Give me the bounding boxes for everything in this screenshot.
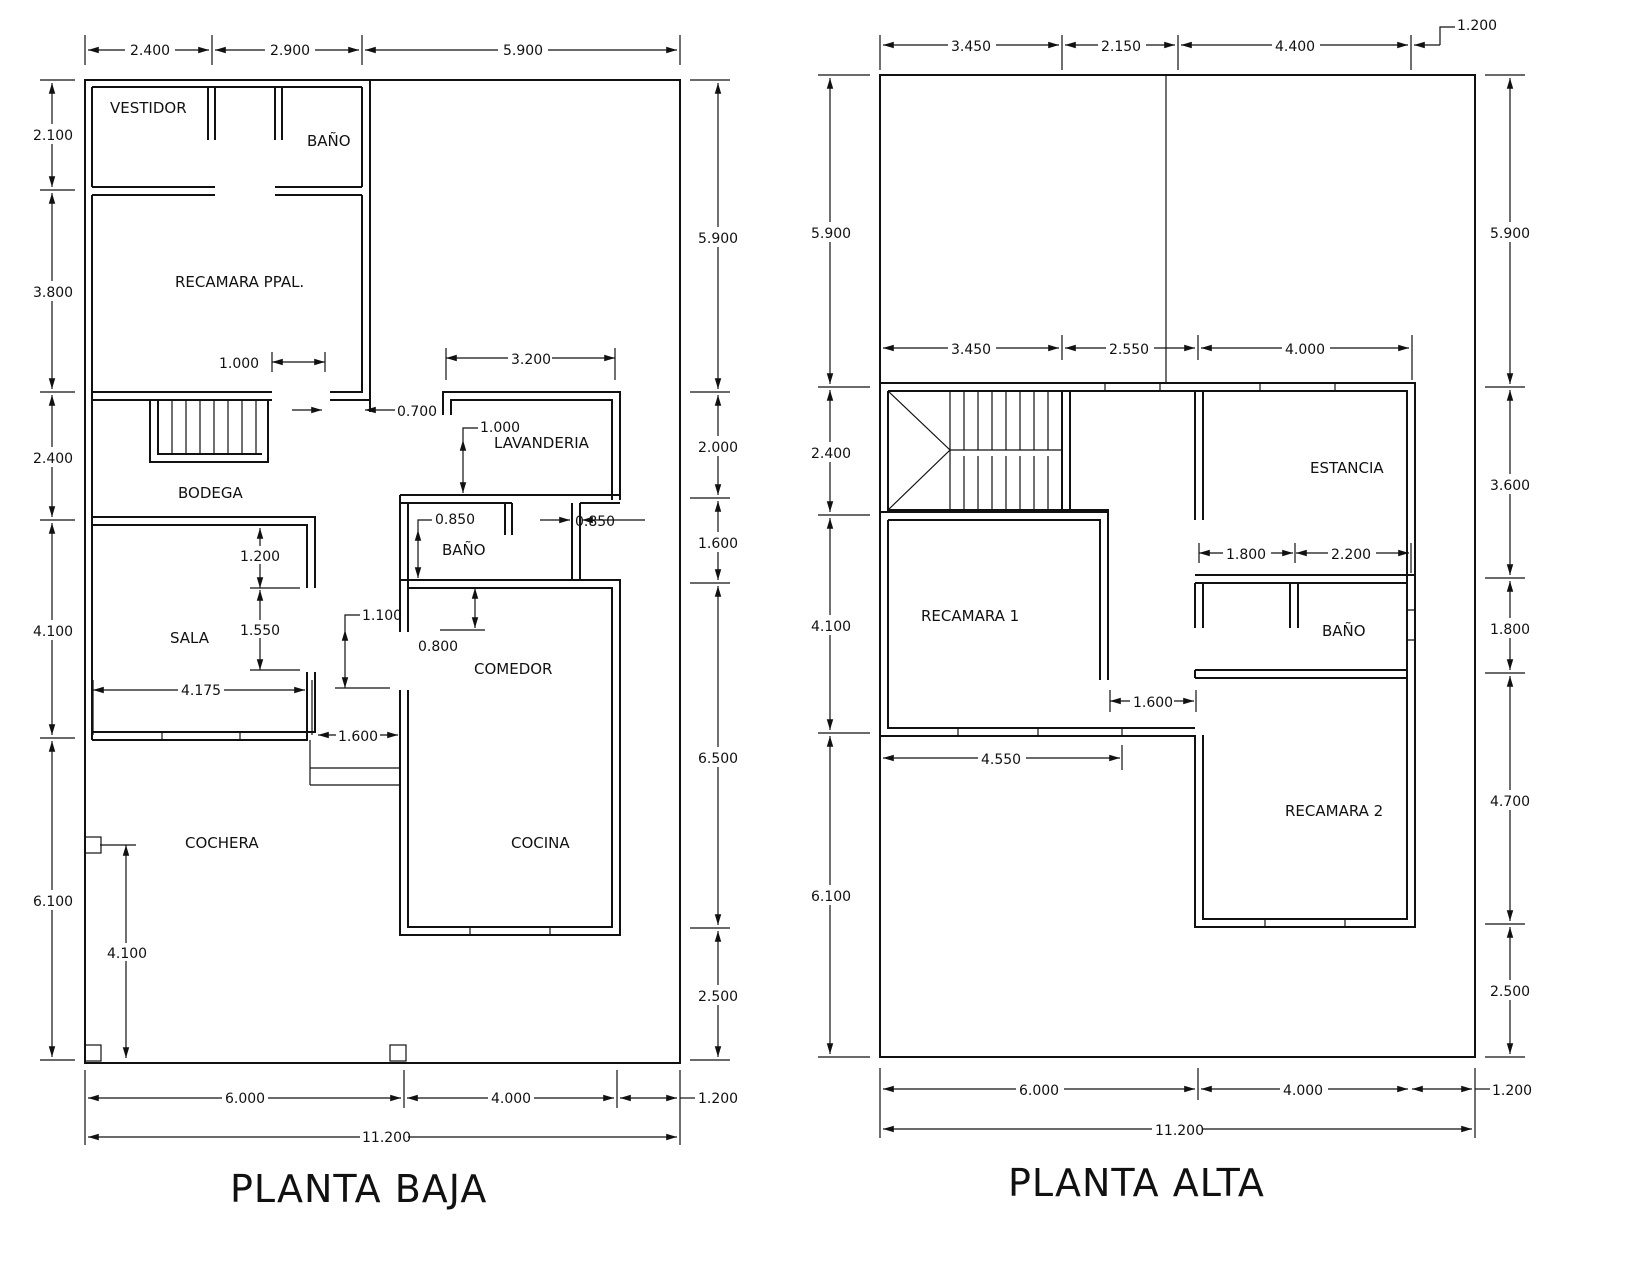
pa-dim-right-5: 2.500 bbox=[1490, 984, 1530, 1000]
pb-title: PLANTA BAJA bbox=[230, 1167, 487, 1211]
pa-dim-right-4: 4.700 bbox=[1490, 794, 1530, 810]
pb-room-cocina: COCINA bbox=[511, 834, 570, 852]
pa-dim-rec-4550: 4.550 bbox=[981, 752, 1021, 768]
pa-dim-top bbox=[879, 26, 1455, 70]
pb-dim-left-5: 6.100 bbox=[33, 894, 73, 910]
pa-dim-mid-1: 3.450 bbox=[951, 342, 991, 358]
pa-lot-outline bbox=[879, 74, 1476, 1058]
pb-dim-left-4: 4.100 bbox=[33, 624, 73, 640]
pb-dim-right-1: 5.900 bbox=[698, 231, 738, 247]
pa-dim-pasillo-1600: 1.600 bbox=[1133, 695, 1173, 711]
pb-room-recamara-ppal: RECAMARA PPAL. bbox=[175, 273, 304, 291]
pb-dim-sala-1550: 1.550 bbox=[240, 623, 280, 639]
pa-dim-interior bbox=[883, 543, 1412, 770]
pa-dim-bottom-1: 6.000 bbox=[1019, 1083, 1059, 1099]
pa-dim-bottom bbox=[879, 1068, 1490, 1138]
pb-dim-sala-1200: 1.200 bbox=[240, 549, 280, 565]
planta-alta: ESTANCIA RECAMARA 1 BAÑO RECAMARA 2 3.45… bbox=[808, 18, 1536, 1205]
pb-dim-lav-door: 1.000 bbox=[480, 420, 520, 436]
pa-dim-right-1: 5.900 bbox=[1490, 226, 1530, 242]
pa-dim-left-2: 2.400 bbox=[811, 446, 851, 462]
pb-dim-door-700: 0.700 bbox=[397, 404, 437, 420]
pa-dim-bano-1800: 1.800 bbox=[1226, 547, 1266, 563]
pa-dim-top-2: 2.150 bbox=[1101, 39, 1141, 55]
pb-room-bano-ppal: BAÑO bbox=[307, 131, 351, 150]
pb-dim-door-rec: 1.000 bbox=[219, 356, 259, 372]
pa-dim-top-1: 3.450 bbox=[951, 39, 991, 55]
pa-dim-left bbox=[808, 74, 870, 1058]
pb-dim-comedor-0800: 0.800 bbox=[418, 639, 458, 655]
pa-dim-left-4: 6.100 bbox=[811, 889, 851, 905]
pb-walls bbox=[84, 80, 621, 1062]
pb-dim-bottom bbox=[84, 1070, 695, 1145]
pb-dim-bottom-1: 6.000 bbox=[225, 1091, 265, 1107]
pa-dim-bottom-2: 4.000 bbox=[1283, 1083, 1323, 1099]
pb-room-bodega: BODEGA bbox=[178, 484, 243, 502]
pb-dim-right-3: 1.600 bbox=[698, 536, 738, 552]
pa-dim-bottom-total: 11.200 bbox=[1155, 1123, 1204, 1139]
pa-dim-bottom-3: 1.200 bbox=[1492, 1083, 1532, 1099]
pb-dim-top-1: 2.400 bbox=[130, 43, 170, 59]
pa-dim-top-3: 4.400 bbox=[1275, 39, 1315, 55]
pb-room-cochera: COCHERA bbox=[185, 834, 259, 852]
pb-dim-bottom-2: 4.000 bbox=[491, 1091, 531, 1107]
pb-dim-comedor-1100: 1.100 bbox=[362, 608, 402, 624]
pa-dim-left-3: 4.100 bbox=[811, 619, 851, 635]
pa-room-estancia: ESTANCIA bbox=[1310, 459, 1384, 477]
pb-dim-top bbox=[84, 35, 681, 65]
pb-room-bano: BAÑO bbox=[442, 540, 486, 559]
pb-room-lavanderia: LAVANDERIA bbox=[494, 434, 590, 452]
pb-dim-left bbox=[28, 79, 76, 1061]
pb-dim-bano-850b: 0.850 bbox=[575, 514, 615, 530]
pb-dim-bottom-total: 11.200 bbox=[362, 1130, 411, 1146]
pb-dim-sala-4175: 4.175 bbox=[181, 683, 221, 699]
pb-dim-interior bbox=[92, 348, 645, 1058]
pb-dim-bottom-3: 1.200 bbox=[698, 1091, 738, 1107]
pb-room-comedor: COMEDOR bbox=[474, 660, 552, 678]
pa-dim-mid bbox=[879, 335, 1413, 380]
pb-dim-pasillo-1600: 1.600 bbox=[338, 729, 378, 745]
pb-lot-outline bbox=[84, 79, 681, 1064]
pb-room-vestidor: VESTIDOR bbox=[110, 99, 187, 117]
pb-dim-bano-850a: 0.850 bbox=[435, 512, 475, 528]
pa-dim-bano-2200: 2.200 bbox=[1331, 547, 1371, 563]
pa-room-recamara-1: RECAMARA 1 bbox=[921, 607, 1019, 625]
pa-room-bano: BAÑO bbox=[1322, 621, 1366, 640]
pa-room-recamara-2: RECAMARA 2 bbox=[1285, 802, 1383, 820]
pa-dim-right-2: 3.600 bbox=[1490, 478, 1530, 494]
pb-dim-cochera-4100: 4.100 bbox=[107, 946, 147, 962]
pb-dim-left-3: 2.400 bbox=[33, 451, 73, 467]
pb-dim-right-4: 6.500 bbox=[698, 751, 738, 767]
planta-baja: VESTIDOR BAÑO RECAMARA PPAL. LAVANDERIA … bbox=[28, 35, 743, 1211]
pa-walls bbox=[880, 382, 1416, 928]
pa-dim-mid-2: 2.550 bbox=[1109, 342, 1149, 358]
pb-dim-left-1: 2.100 bbox=[33, 128, 73, 144]
pb-room-sala: SALA bbox=[170, 629, 210, 647]
pb-dim-right-2: 2.000 bbox=[698, 440, 738, 456]
pa-dim-left-1: 5.900 bbox=[811, 226, 851, 242]
pb-dim-right-5: 2.500 bbox=[698, 989, 738, 1005]
pa-dim-mid-3: 4.000 bbox=[1285, 342, 1325, 358]
pb-dim-top-3: 5.900 bbox=[503, 43, 543, 59]
pb-dim-lav-width: 3.200 bbox=[511, 352, 551, 368]
pa-dim-right-3: 1.800 bbox=[1490, 622, 1530, 638]
pa-title: PLANTA ALTA bbox=[1008, 1161, 1265, 1205]
pb-dim-top-2: 2.900 bbox=[270, 43, 310, 59]
pb-dim-left-2: 3.800 bbox=[33, 285, 73, 301]
pa-dim-right bbox=[1485, 74, 1536, 1058]
pa-dim-top-4: 1.200 bbox=[1457, 18, 1497, 34]
pb-dim-right bbox=[690, 79, 743, 1061]
